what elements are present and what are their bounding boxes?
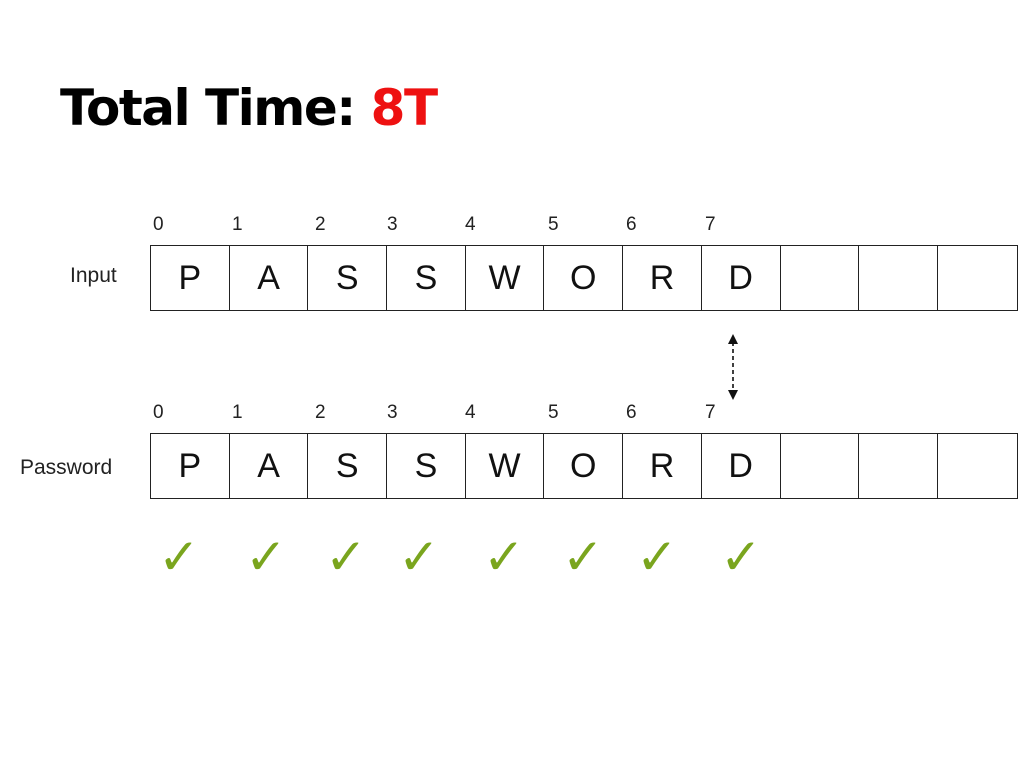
password-cell: A bbox=[230, 434, 309, 498]
input-index: 4 bbox=[465, 214, 476, 235]
check-icon: ✓ bbox=[245, 528, 287, 586]
input-cell bbox=[859, 246, 938, 310]
match-checks: ✓ ✓ ✓ ✓ ✓ ✓ ✓ ✓ bbox=[0, 528, 1024, 598]
password-cell: D bbox=[702, 434, 781, 498]
password-index: 1 bbox=[232, 402, 243, 423]
input-index: 5 bbox=[548, 214, 559, 235]
input-array: P A S S W O R D bbox=[150, 245, 1018, 311]
password-cell: R bbox=[623, 434, 702, 498]
password-index: 0 bbox=[153, 402, 164, 423]
password-index: 7 bbox=[705, 402, 716, 423]
input-cell: S bbox=[308, 246, 388, 310]
title-value: 8T bbox=[370, 79, 438, 137]
input-cell bbox=[781, 246, 860, 310]
check-icon: ✓ bbox=[398, 528, 440, 586]
check-icon: ✓ bbox=[562, 528, 604, 586]
password-cell bbox=[938, 434, 1017, 498]
input-index: 2 bbox=[315, 214, 326, 235]
input-index: 7 bbox=[705, 214, 716, 235]
input-cell: O bbox=[544, 246, 624, 310]
password-cell bbox=[781, 434, 860, 498]
password-row-label: Password bbox=[20, 456, 113, 479]
password-cell bbox=[859, 434, 938, 498]
password-cell: W bbox=[466, 434, 545, 498]
input-index: 6 bbox=[626, 214, 637, 235]
password-cell: P bbox=[151, 434, 230, 498]
check-icon: ✓ bbox=[325, 528, 367, 586]
password-cell: O bbox=[544, 434, 624, 498]
password-cell: S bbox=[387, 434, 466, 498]
input-cell: P bbox=[151, 246, 230, 310]
check-icon: ✓ bbox=[636, 528, 678, 586]
input-cell: R bbox=[623, 246, 702, 310]
title-label: Total Time: bbox=[60, 79, 371, 137]
password-index: 5 bbox=[548, 402, 559, 423]
input-index: 0 bbox=[153, 214, 164, 235]
password-index: 3 bbox=[387, 402, 398, 423]
password-index: 2 bbox=[315, 402, 326, 423]
input-cell: D bbox=[702, 246, 781, 310]
input-cell: W bbox=[466, 246, 545, 310]
dashed-double-arrow-icon bbox=[728, 334, 738, 400]
input-cell: A bbox=[230, 246, 309, 310]
check-icon: ✓ bbox=[720, 528, 762, 586]
input-index: 3 bbox=[387, 214, 398, 235]
input-index: 1 bbox=[232, 214, 243, 235]
page-title: Total Time: 8T bbox=[60, 78, 438, 138]
input-cell bbox=[938, 246, 1017, 310]
password-index: 6 bbox=[626, 402, 637, 423]
input-row-label: Input bbox=[70, 264, 117, 287]
password-index: 4 bbox=[465, 402, 476, 423]
check-icon: ✓ bbox=[483, 528, 525, 586]
input-cell: S bbox=[387, 246, 466, 310]
password-cell: S bbox=[308, 434, 388, 498]
check-icon: ✓ bbox=[158, 528, 200, 586]
password-array: P A S S W O R D bbox=[150, 433, 1018, 499]
